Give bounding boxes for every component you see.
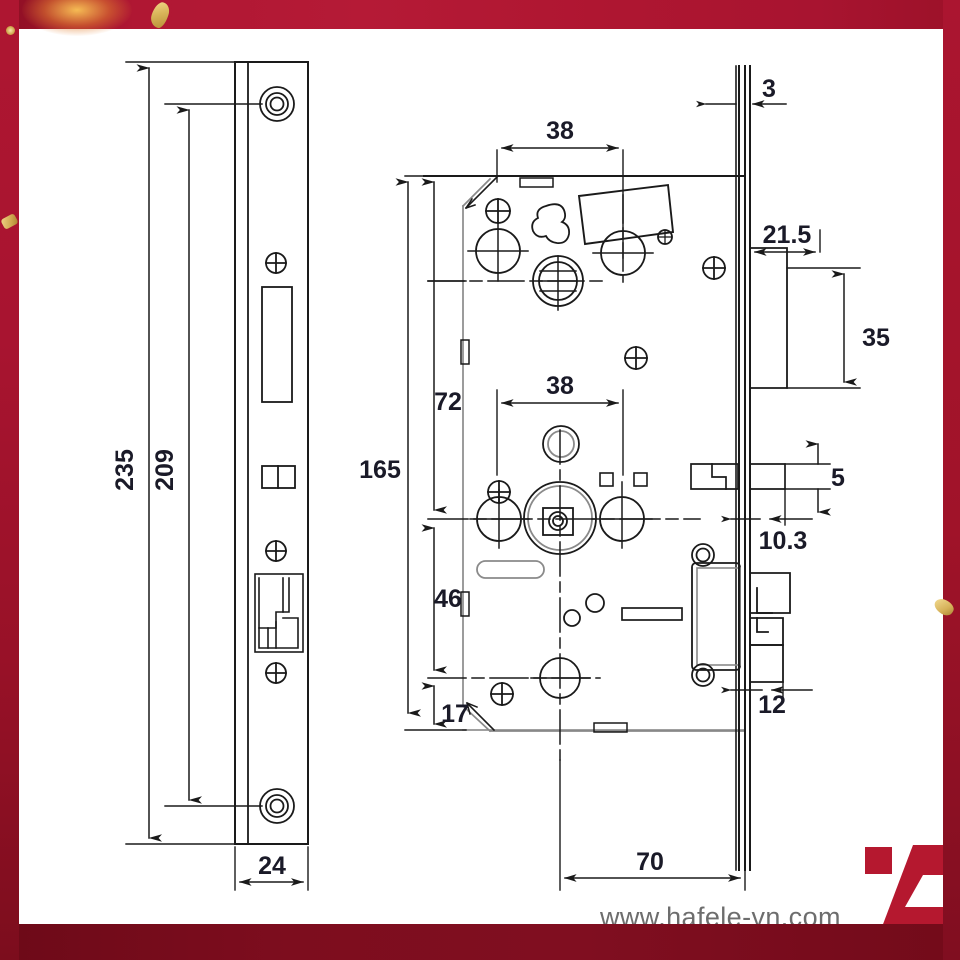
faceplate-screw-upper [265,252,287,274]
dim-5: 5 [831,464,845,492]
hafele-logo [855,845,960,940]
lock-internals-centre [427,425,701,761]
dim-70: 70 [636,848,664,876]
dim-21-5: 21.5 [763,221,812,249]
umlaut-dot [865,847,892,874]
dim-38-bottom: 38 [546,372,574,400]
dim-209: 209 [151,449,179,491]
dim-10-3: 10.3 [759,527,808,555]
lock-internals-upper [427,183,726,370]
dim-72: 72 [434,388,462,416]
dim-235: 235 [111,449,139,491]
lock-body-dimensions [395,144,746,891]
faceplate-dimensions [125,61,309,891]
faceplate-twin-window [261,465,296,489]
dim-35: 35 [862,324,890,352]
lock-bolt-assembly [690,463,741,687]
side-view-dimensions [696,100,861,701]
frame-right-border [943,0,960,960]
dim-46: 46 [434,585,462,613]
frame-left-border [0,0,19,960]
hafele-logo-icon [865,845,960,940]
dim-3: 3 [762,75,776,103]
frame-bottom-border [0,924,960,960]
dim-24: 24 [258,852,286,880]
dimension-text-group: 235 209 24 38 38 165 72 46 17 70 3 21.5 … [111,75,890,880]
lock-body-view [423,65,746,871]
faceplate-screw-mid [265,540,287,562]
dim-17: 17 [441,700,469,728]
logo-letter-a-counter [905,875,947,907]
dim-38-top: 38 [546,117,574,145]
side-view [738,65,791,871]
dim-12: 12 [758,691,786,719]
frame-top-border [0,0,960,29]
faceplate-latch [254,573,304,653]
dim-165: 165 [359,456,401,484]
faceplate-view [234,61,309,845]
faceplate-screw-lower [265,662,287,684]
